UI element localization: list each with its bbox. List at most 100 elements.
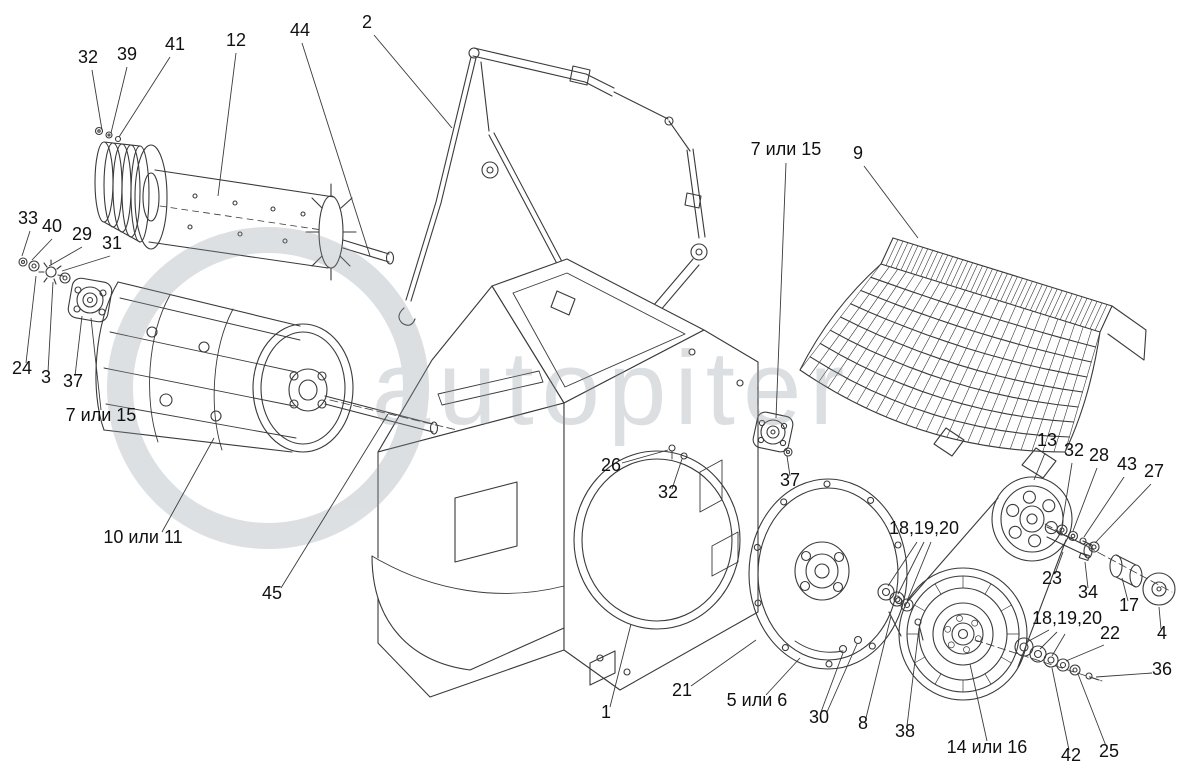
leader-line: [161, 437, 215, 533]
part-label-21: 21: [672, 680, 692, 700]
part-label-42: 42: [1061, 745, 1081, 765]
housing: [371, 258, 759, 698]
support-disc: [748, 478, 908, 670]
fastener-set-top: [94, 126, 122, 143]
part-label-2: 2: [362, 12, 372, 32]
part-label-34: 34: [1078, 582, 1098, 602]
leader-line: [786, 455, 791, 477]
leader-line: [48, 246, 83, 267]
leader-line: [1026, 629, 1050, 643]
drive-belt: [907, 497, 1067, 668]
leader-line: [280, 413, 389, 589]
part-label-41: 41: [165, 34, 185, 54]
beater-drum: [148, 169, 395, 281]
shaft-hardware-left: [18, 257, 71, 285]
part-label-32: 32: [1064, 440, 1084, 460]
leader-line: [887, 541, 918, 587]
part-label-17: 17: [1119, 595, 1139, 615]
leader-line: [1054, 551, 1064, 575]
part-label-7-or-15: 7 или 15: [66, 405, 137, 425]
technical-drawing: [18, 47, 1176, 701]
part-label-43: 43: [1117, 454, 1137, 474]
leader-line: [90, 317, 102, 411]
shaft-hardware-right: [1044, 523, 1176, 606]
part-label-8: 8: [858, 713, 868, 733]
part-label-13: 13: [1037, 430, 1057, 450]
threshing-drum: [95, 281, 475, 453]
part-label-38: 38: [895, 721, 915, 741]
leader-line: [765, 657, 801, 696]
part-label-22: 22: [1100, 623, 1120, 643]
part-label-45: 45: [262, 583, 282, 603]
part-label-4: 4: [1157, 623, 1167, 643]
part-label-37: 37: [780, 470, 800, 490]
leader-line: [897, 541, 925, 595]
washer-chain-right: [974, 637, 1103, 682]
leader-line: [1077, 673, 1107, 747]
part-label-33: 33: [18, 208, 38, 228]
leader-line: [1121, 577, 1129, 602]
part-label-12: 12: [226, 30, 246, 50]
part-label-29: 29: [72, 224, 92, 244]
leader-line: [1158, 606, 1162, 630]
part-label-9: 9: [853, 143, 863, 163]
part-label-39: 39: [117, 44, 137, 64]
part-label-18-19-20: 18,19,20: [889, 518, 959, 538]
leader-line: [110, 66, 128, 134]
part-label-28: 28: [1089, 445, 1109, 465]
leader-line: [1051, 633, 1066, 657]
part-label-27: 27: [1144, 461, 1164, 481]
leader-line: [31, 238, 53, 261]
leader-line: [1033, 452, 1046, 481]
leader-line: [1095, 672, 1153, 678]
leader-line: [47, 281, 54, 373]
variator-details: [906, 575, 1020, 693]
part-label-25: 25: [1099, 741, 1119, 761]
concave-grate: [799, 237, 1147, 479]
leader-line: [61, 255, 111, 272]
leader-line: [865, 615, 892, 719]
part-label-10-or-11: 10 или 11: [103, 527, 182, 547]
part-label-24: 24: [12, 358, 32, 378]
leader-line: [1083, 476, 1125, 538]
leader-line: [1039, 631, 1058, 650]
part-label-5-or-6: 5 или 6: [727, 690, 788, 710]
leader-line: [91, 69, 103, 131]
part-label-14-or-16: 14 или 16: [947, 737, 1028, 757]
part-label-36: 36: [1152, 659, 1172, 679]
part-label-40: 40: [42, 216, 62, 236]
variator-pulley: [898, 567, 1028, 701]
leader-line: [118, 56, 171, 138]
leader-line: [1094, 483, 1152, 544]
part-label-30: 30: [809, 707, 829, 727]
part-label-7-or-15: 7 или 15: [751, 139, 822, 159]
leader-line: [74, 315, 83, 377]
leader-line: [671, 458, 683, 490]
leader-line: [1072, 467, 1098, 532]
leader-line: [906, 627, 920, 727]
leader-line: [826, 643, 858, 713]
upper-pulley: [991, 476, 1093, 562]
leader-line: [301, 42, 371, 257]
leader-line: [906, 541, 932, 602]
leader-line: [775, 162, 787, 419]
leader-lines: [21, 34, 1162, 751]
part-label-32: 32: [78, 47, 98, 67]
part-label-23: 23: [1042, 568, 1062, 588]
leader-line: [1065, 644, 1105, 662]
drive-pulley: [94, 141, 168, 250]
part-label-44: 44: [290, 20, 310, 40]
leader-line: [969, 663, 988, 742]
leader-line: [373, 34, 453, 129]
leader-line: [25, 275, 37, 364]
bearing-unit-left: [67, 277, 113, 323]
part-label-1: 1: [601, 702, 611, 722]
part-label-32: 32: [658, 482, 678, 502]
part-label-37: 37: [63, 371, 83, 391]
leader-line: [1084, 561, 1089, 589]
bearing-unit-right: [752, 411, 794, 457]
part-label-3: 3: [41, 367, 51, 387]
